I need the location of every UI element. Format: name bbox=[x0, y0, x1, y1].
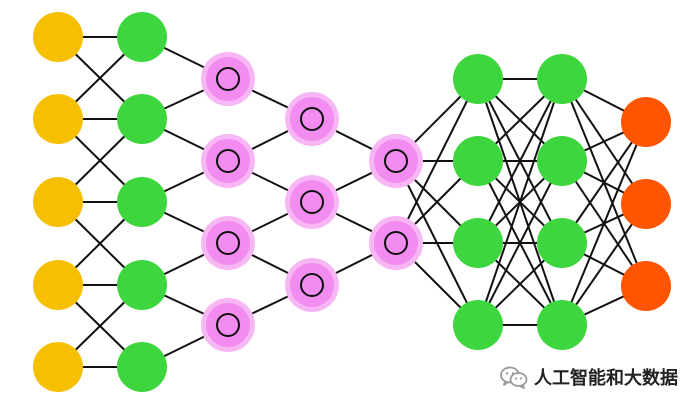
node-input-0-1 bbox=[33, 94, 83, 144]
connection-line-64 bbox=[561, 121, 647, 326]
node-input-0-0 bbox=[33, 12, 83, 62]
node-input-0-3 bbox=[33, 260, 83, 310]
node-circle bbox=[206, 221, 250, 265]
node-inner-ring bbox=[216, 231, 240, 255]
node-circle bbox=[621, 179, 671, 229]
node-circle bbox=[33, 342, 83, 392]
node-circle bbox=[453, 218, 503, 268]
node-hidden-1-1 bbox=[117, 94, 167, 144]
node-hidden-1-4 bbox=[117, 342, 167, 392]
node-hidden-6-2 bbox=[537, 218, 587, 268]
node-circle bbox=[117, 260, 167, 310]
node-circle bbox=[621, 261, 671, 311]
node-hidden-5-2 bbox=[453, 218, 503, 268]
node-circle bbox=[453, 54, 503, 104]
watermark-text: 人工智能和大数据 bbox=[534, 368, 678, 389]
node-circle bbox=[537, 300, 587, 350]
node-convolution-4-1 bbox=[369, 216, 423, 270]
node-hidden-1-3 bbox=[117, 260, 167, 310]
node-circle bbox=[117, 177, 167, 227]
network-nodes bbox=[33, 12, 671, 392]
watermark: 人工智能和大数据 bbox=[500, 360, 678, 394]
node-convolution-2-2 bbox=[201, 216, 255, 270]
wechat-icon bbox=[500, 365, 528, 389]
node-circle bbox=[290, 97, 334, 141]
node-circle bbox=[117, 12, 167, 62]
node-circle bbox=[290, 263, 334, 307]
node-inner-ring bbox=[384, 231, 408, 255]
node-input-0-4 bbox=[33, 342, 83, 392]
node-circle bbox=[33, 12, 83, 62]
node-inner-ring bbox=[216, 313, 240, 337]
node-circle bbox=[206, 139, 250, 183]
node-inner-ring bbox=[300, 107, 324, 131]
connection-line-51 bbox=[477, 78, 563, 326]
node-circle bbox=[537, 218, 587, 268]
node-hidden-1-2 bbox=[117, 177, 167, 227]
node-circle bbox=[621, 97, 671, 147]
node-circle bbox=[453, 300, 503, 350]
node-hidden-5-1 bbox=[453, 136, 503, 186]
node-circle bbox=[374, 139, 418, 183]
node-output-7-1 bbox=[621, 179, 671, 229]
node-circle bbox=[117, 342, 167, 392]
node-inner-ring bbox=[300, 190, 324, 214]
node-convolution-3-1 bbox=[285, 175, 339, 229]
connection-line-47 bbox=[477, 78, 563, 244]
node-hidden-1-0 bbox=[117, 12, 167, 62]
node-output-7-0 bbox=[621, 97, 671, 147]
connection-line-52 bbox=[477, 160, 563, 326]
node-convolution-4-0 bbox=[369, 134, 423, 188]
node-hidden-5-0 bbox=[453, 54, 503, 104]
node-inner-ring bbox=[384, 149, 408, 173]
node-inner-ring bbox=[216, 67, 240, 91]
node-circle bbox=[33, 94, 83, 144]
node-hidden-6-0 bbox=[537, 54, 587, 104]
node-circle bbox=[117, 94, 167, 144]
node-circle bbox=[290, 180, 334, 224]
node-hidden-5-3 bbox=[453, 300, 503, 350]
node-inner-ring bbox=[300, 273, 324, 297]
node-output-7-2 bbox=[621, 261, 671, 311]
node-convolution-2-1 bbox=[201, 134, 255, 188]
node-hidden-6-1 bbox=[537, 136, 587, 186]
node-inner-ring bbox=[216, 149, 240, 173]
node-input-0-2 bbox=[33, 177, 83, 227]
node-convolution-2-0 bbox=[201, 52, 255, 106]
node-circle bbox=[537, 136, 587, 186]
node-circle bbox=[206, 303, 250, 347]
connection-line-35 bbox=[395, 78, 479, 244]
node-convolution-3-0 bbox=[285, 92, 339, 146]
node-circle bbox=[33, 260, 83, 310]
node-convolution-3-2 bbox=[285, 258, 339, 312]
node-circle bbox=[206, 57, 250, 101]
node-circle bbox=[374, 221, 418, 265]
node-hidden-6-3 bbox=[537, 300, 587, 350]
node-circle bbox=[453, 136, 503, 186]
node-circle bbox=[537, 54, 587, 104]
node-circle bbox=[33, 177, 83, 227]
node-convolution-2-3 bbox=[201, 298, 255, 352]
